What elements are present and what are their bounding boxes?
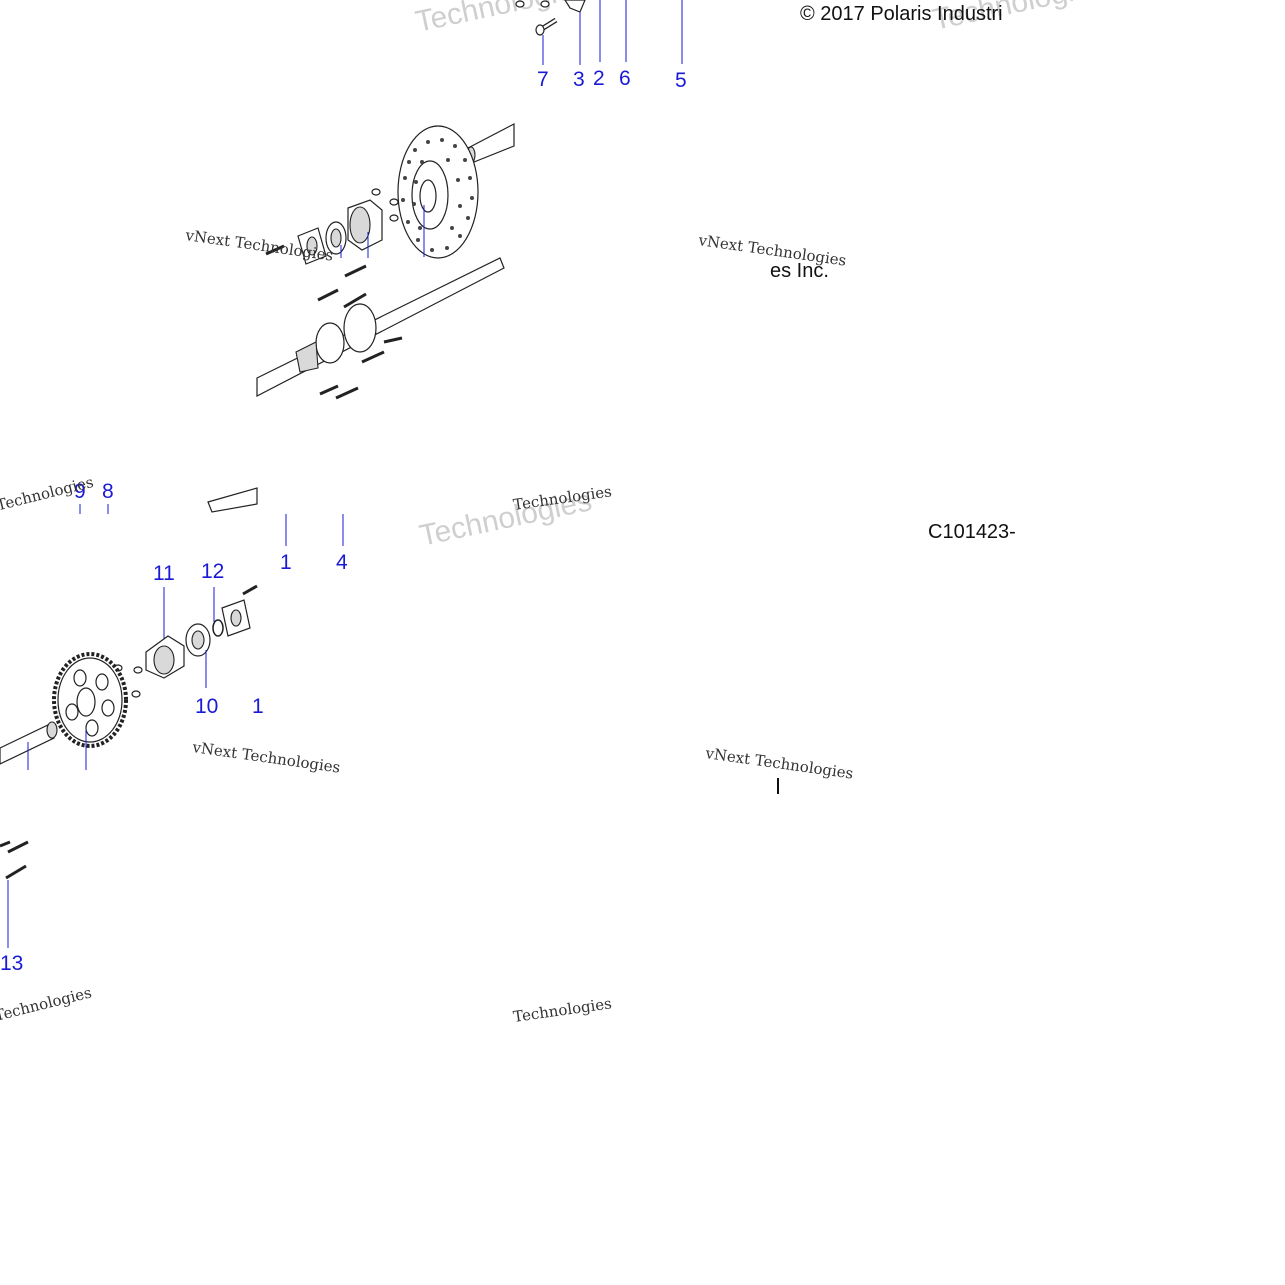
- callout-1: 1: [280, 551, 292, 574]
- copyright-text: © 2017 Polaris Industri: [800, 3, 1003, 25]
- callout-4: 4: [336, 551, 348, 574]
- nut-icon: [515, 0, 525, 8]
- callout-10: 10: [195, 695, 218, 718]
- bearing-icon: [185, 623, 211, 657]
- bolt-icon: [535, 17, 558, 36]
- brake-disc-icon: [397, 125, 479, 259]
- callout-5: 5: [675, 69, 687, 92]
- callout-12: 12: [201, 560, 224, 583]
- axle-shaft-icon: [256, 257, 505, 397]
- lower-assembly: 11 12 10: [0, 560, 342, 1025]
- watermark-technologies-left: Technologies: [0, 473, 95, 514]
- nut-icon: [371, 188, 399, 222]
- upper-assembly: vNext Technologies: [183, 123, 515, 400]
- flange-plate-icon: [221, 599, 251, 637]
- watermark-technologies-bottom: Technologies: [0, 983, 93, 1024]
- sprocket-icon: [52, 652, 128, 748]
- bearing-housing-icon: [145, 635, 185, 679]
- bolt-icon: [0, 840, 29, 880]
- mid-left-fragment: 9 8 Technologies: [0, 473, 258, 514]
- hub-flange-icon: [347, 199, 383, 251]
- snap-ring-icon: [212, 619, 224, 637]
- watermark-technologies-center-bottom: Technologies: [512, 994, 613, 1026]
- axle-shaft-icon: [466, 123, 515, 164]
- watermark-technologies-top: Technologies: [413, 0, 591, 39]
- top-callouts: 7 3 2 6 5: [537, 0, 687, 92]
- flange-plate-icon: [297, 227, 327, 265]
- callout-3: 3: [573, 68, 585, 91]
- callout-6: 6: [619, 67, 631, 90]
- callout-1b: 1: [252, 695, 264, 718]
- fragment-text: es Inc.: [770, 260, 829, 282]
- callout-9: 9: [74, 480, 86, 503]
- watermark-vnext-3: vNext Technologies: [190, 738, 341, 777]
- mid-callouts: 1 4: [280, 514, 348, 574]
- callout-13: 13: [0, 952, 23, 975]
- callout-8: 8: [102, 480, 114, 503]
- top-fragment-parts: [515, 0, 586, 36]
- bolt-icon: [317, 264, 403, 400]
- callout-2: 2: [593, 67, 605, 90]
- callout-11: 11: [153, 562, 175, 585]
- axle-shaft-icon: [0, 721, 58, 765]
- figure-code: C101423-: [928, 521, 1016, 543]
- watermark-vnext-4: vNext Technologies: [703, 744, 854, 783]
- callout-7: 7: [537, 68, 549, 91]
- nut-icon: [540, 0, 550, 8]
- background-watermarks: Technologies Technologies Technologies: [413, 0, 1108, 553]
